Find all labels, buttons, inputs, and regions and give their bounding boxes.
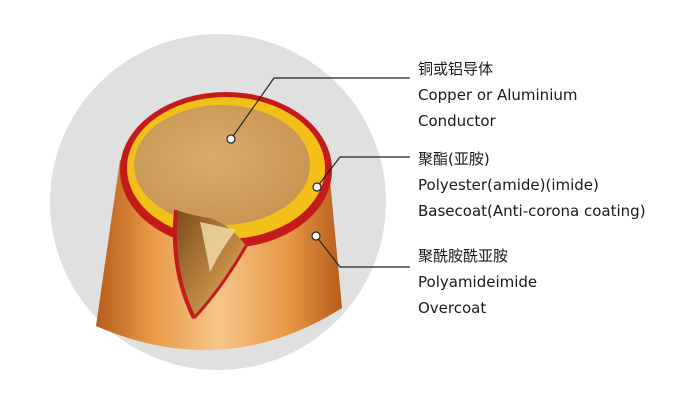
overcoat-label-en-2: Overcoat	[418, 299, 487, 317]
basecoat-label-en-1: Polyester(amide)(imide)	[418, 176, 599, 194]
basecoat-label-en-2: Basecoat(Anti-corona coating)	[418, 202, 646, 220]
marker-conductor	[226, 134, 236, 144]
cutaway-overcoat-edge	[172, 209, 196, 319]
leader-line-basecoat	[316, 156, 410, 188]
cutaway-overcoat-edge-right	[192, 245, 248, 320]
cutaway-highlight	[200, 222, 236, 272]
marker-basecoat	[312, 182, 322, 192]
overcoat-label-zh: 聚酰胺酰亚胺	[418, 247, 509, 265]
conductor-label-zh: 铜或铝导体	[418, 60, 494, 78]
overcoat-label-en-1: Polyamideimide	[418, 273, 538, 291]
leader-line-overcoat	[315, 235, 410, 268]
marker-overcoat	[311, 231, 321, 241]
leader-line-conductor	[230, 77, 410, 140]
conductor-label-en-2: Conductor	[418, 112, 496, 130]
callout-overcoat: 聚酰胺酰亚胺 Polyamideimide Overcoat	[418, 243, 537, 321]
conductor-core	[134, 105, 310, 225]
callout-basecoat: 聚酯(亚胺) Polyester(amide)(imide) Basecoat(…	[418, 146, 646, 224]
callout-conductor: 铜或铝导体 Copper or Aluminium Conductor	[418, 56, 577, 134]
basecoat-label-zh: 聚酯(亚胺)	[418, 150, 490, 168]
conductor-label-en-1: Copper or Aluminium	[418, 86, 578, 104]
